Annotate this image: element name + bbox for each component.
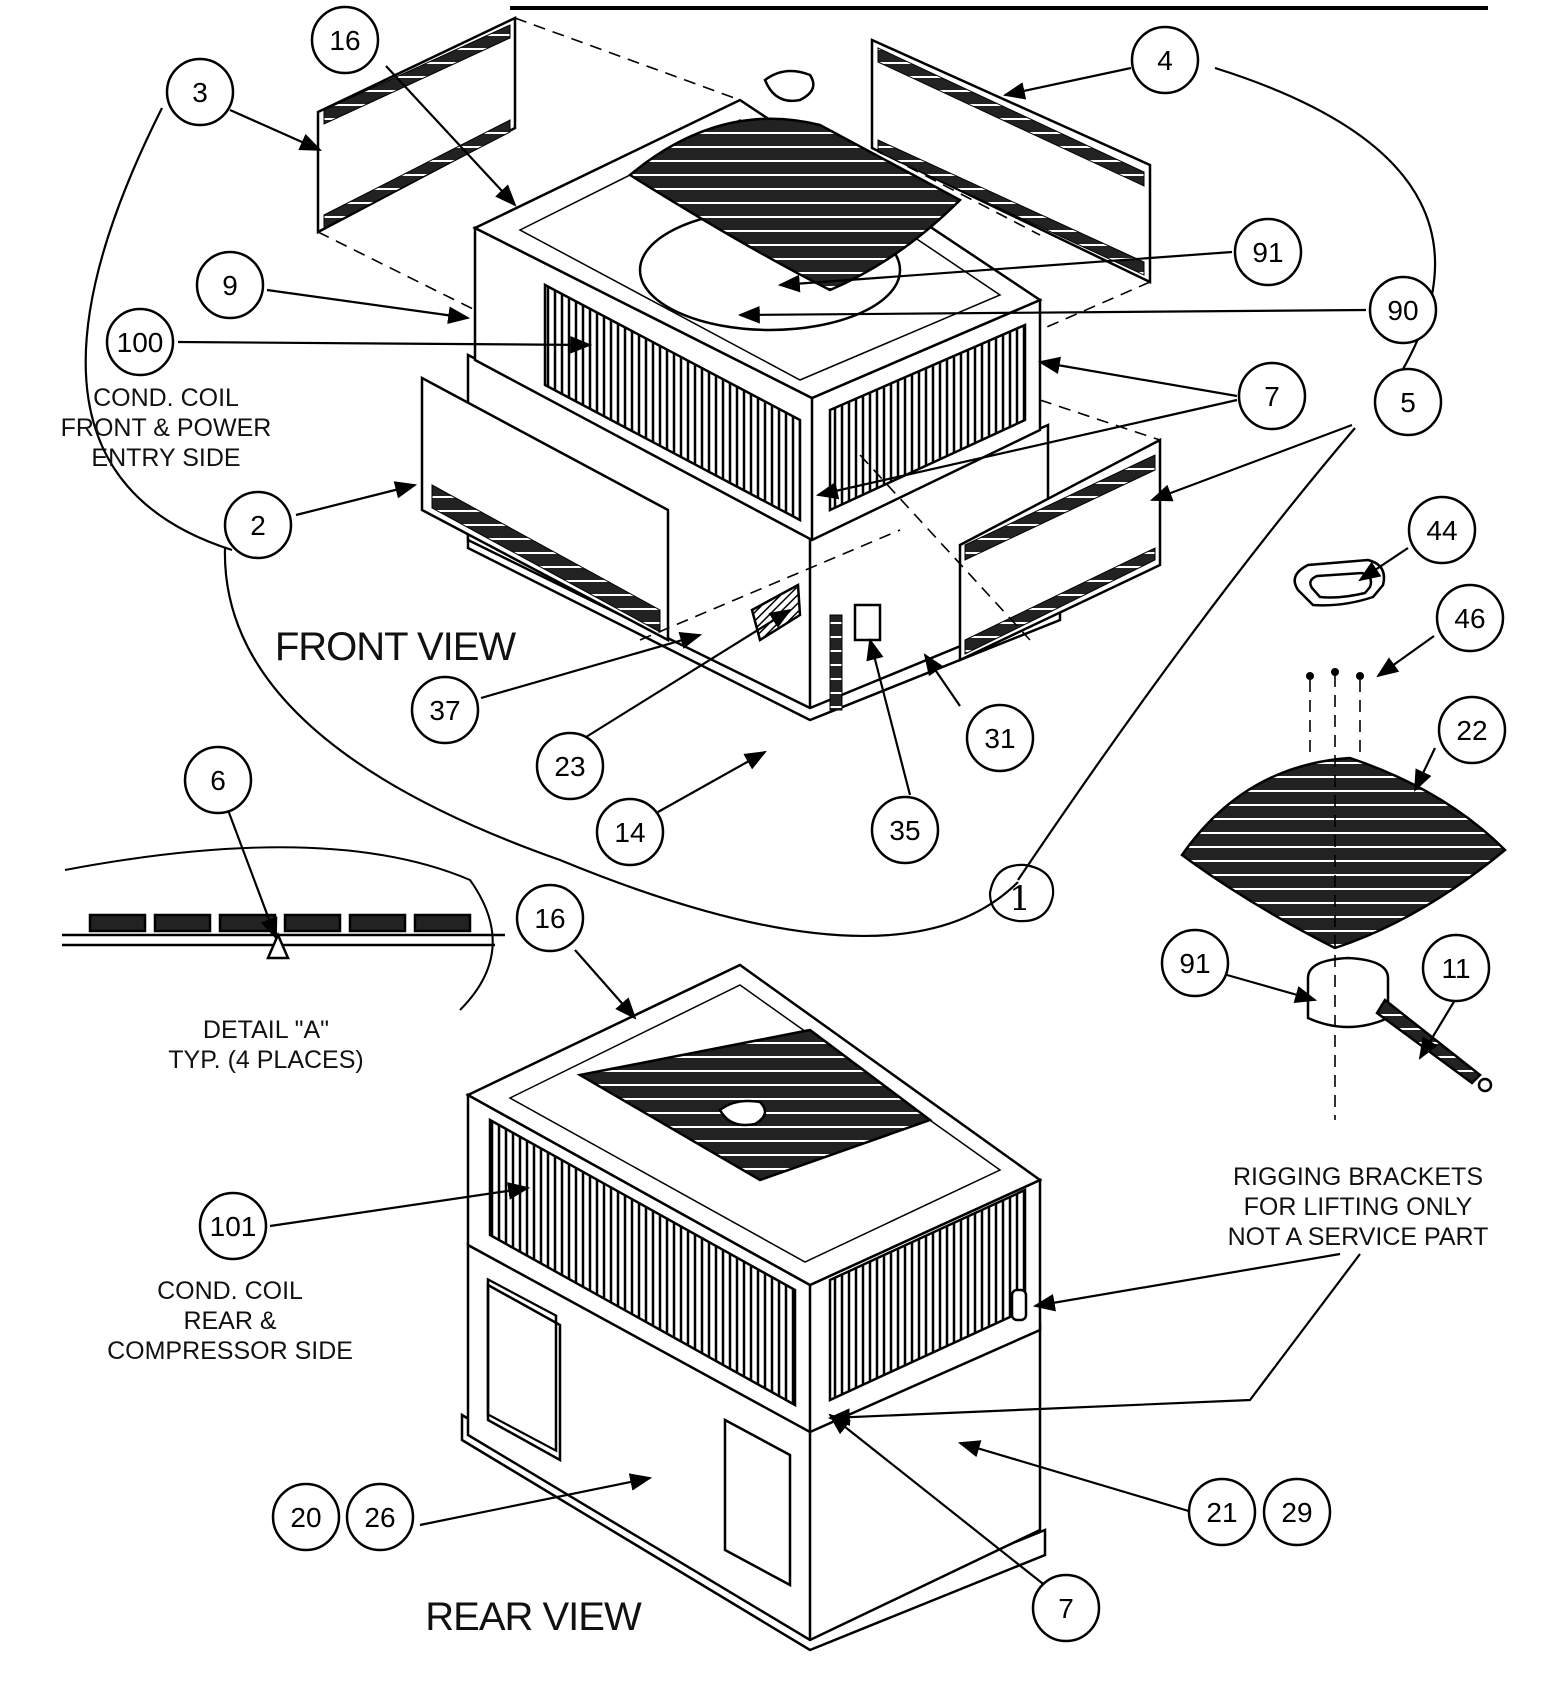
front-view-label: FRONT VIEW: [274, 625, 516, 669]
callout-20: 20: [271, 1482, 341, 1552]
callout-number: 1: [1009, 879, 1031, 919]
callout-1: 1: [988, 863, 1055, 923]
callout-number: 6: [210, 765, 226, 796]
callout-100: 100: [105, 307, 175, 377]
callout-number: 26: [364, 1502, 395, 1533]
note-line: NOT A SERVICE PART: [1227, 1223, 1489, 1251]
front-unit: [420, 69, 1162, 722]
note-cond-coil-rear: COND. COIL REAR & COMPRESSOR SIDE: [107, 1276, 353, 1366]
callout-3: 3: [165, 57, 235, 127]
callout-number: 14: [614, 817, 645, 848]
callout-number: 2: [250, 510, 266, 541]
callout-4: 4: [1130, 25, 1200, 95]
callout-number: 4: [1157, 45, 1173, 76]
callout-number: 46: [1454, 603, 1485, 634]
callout-number: 90: [1387, 295, 1418, 326]
callout-number: 20: [290, 1502, 321, 1533]
callout-23: 23: [535, 731, 605, 801]
note-line: COND. COIL: [93, 384, 239, 412]
callout-91: 91: [1160, 928, 1230, 998]
callout-number: 16: [534, 903, 565, 934]
callout-21: 21: [1187, 1477, 1257, 1547]
note-detail-a: DETAIL "A" TYP. (4 PLACES): [168, 1015, 363, 1075]
callout-35: 35: [870, 795, 940, 865]
callout-6: 6: [183, 745, 253, 815]
callout-number: 7: [1264, 381, 1280, 412]
note-rigging-brackets: RIGGING BRACKETS FOR LIFTING ONLY NOT A …: [1228, 1162, 1489, 1252]
callout-number: 5: [1400, 387, 1416, 418]
callout-number: 100: [117, 327, 164, 358]
note-line: COND. COIL: [157, 1277, 303, 1305]
callout-arrows: [177, 65, 1456, 1588]
callout-leader-curves: [84, 66, 1437, 937]
panel-4: [870, 38, 1152, 284]
callout-44: 44: [1407, 495, 1477, 565]
panel-3: [316, 16, 517, 235]
callout-number: 22: [1456, 715, 1487, 746]
rear-view-label: REAR VIEW: [425, 1595, 641, 1639]
note-line: FRONT & POWER: [60, 414, 272, 442]
callout-number: 3: [192, 77, 208, 108]
callout-number: 91: [1179, 948, 1210, 979]
callout-16: 16: [515, 883, 585, 953]
callout-29: 29: [1262, 1477, 1332, 1547]
note-line: TYP. (4 PLACES): [168, 1046, 364, 1074]
note-line: FOR LIFTING ONLY: [1243, 1193, 1473, 1221]
callout-46: 46: [1435, 583, 1505, 653]
rear-unit: [460, 963, 1047, 1652]
callout-number: 23: [554, 751, 585, 782]
callout-2: 2: [223, 490, 293, 560]
callout-number: 37: [429, 695, 460, 726]
callout-number: 44: [1426, 515, 1457, 546]
callout-22: 22: [1437, 695, 1507, 765]
callout-26: 26: [345, 1482, 415, 1552]
note-line: DETAIL "A": [202, 1016, 330, 1044]
callout-number: 91: [1252, 237, 1283, 268]
note-cond-coil-front: COND. COIL FRONT & POWER ENTRY SIDE: [61, 383, 272, 473]
callout-9: 9: [195, 250, 265, 320]
callout-number: 21: [1206, 1497, 1237, 1528]
callout-number: 35: [889, 815, 920, 846]
callout-7: 7: [1031, 1573, 1101, 1643]
callout-number: 29: [1281, 1497, 1312, 1528]
note-line: RIGGING BRACKETS: [1232, 1163, 1484, 1191]
callout-number: 9: [222, 270, 238, 301]
callout-31: 31: [965, 703, 1035, 773]
callout-101: 101: [198, 1191, 268, 1261]
callout-91: 91: [1233, 217, 1303, 287]
callout-5: 5: [1373, 367, 1443, 437]
callout-number: 31: [984, 723, 1015, 754]
callout-37: 37: [410, 675, 480, 745]
callout-11: 11: [1421, 933, 1491, 1003]
callout-number: 7: [1058, 1593, 1074, 1624]
callout-14: 14: [595, 797, 665, 867]
fan-parts: [1180, 558, 1507, 1093]
callout-number: 16: [329, 25, 360, 56]
part-callouts: 16 3 4 9 91 90 100 7 5 2 44 46 22 37 31 23 14 35 6 1 16 91 11 1…: [105, 5, 1507, 1643]
callout-90: 90: [1368, 275, 1438, 345]
callout-7: 7: [1237, 361, 1307, 431]
callout-16: 16: [310, 5, 380, 75]
detail-a: [62, 846, 505, 1011]
callout-number: 11: [1441, 953, 1470, 984]
callout-number: 101: [210, 1211, 257, 1242]
note-line: REAR &: [183, 1307, 277, 1335]
note-line: ENTRY SIDE: [91, 444, 241, 472]
note-line: COMPRESSOR SIDE: [107, 1337, 353, 1365]
